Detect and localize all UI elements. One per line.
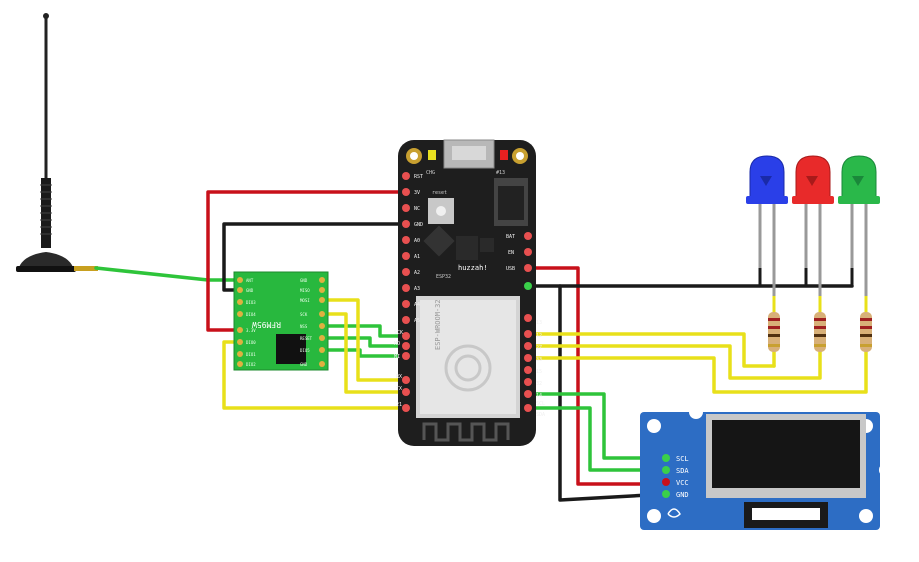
led-blue: [746, 155, 788, 296]
pin-3v: 3V: [414, 190, 420, 196]
lora-pin-dio4: DIO4: [246, 312, 256, 317]
lora-pin-nss: NSS: [300, 324, 308, 329]
lora-pin-dio2: DIO2: [246, 362, 256, 367]
pin-13: 13: [536, 320, 542, 326]
lora-pin-dio0: DIO0: [246, 340, 256, 345]
lora-pin-miso: MISO: [300, 288, 310, 293]
oled-pin-scl: SCL: [676, 455, 689, 463]
huzzah32-board: ESP-WROOM-32 huzzah! ESP32 #13 CHG reset: [394, 139, 545, 446]
pin-21: 21: [396, 402, 402, 408]
lora-module: RFM95W ANT GND DIO3 DIO4 3.3V: [233, 271, 329, 371]
pin-sck: SCK: [394, 330, 403, 336]
led-green: [838, 155, 880, 296]
pin-12: 12: [536, 333, 542, 339]
oled-pin-vcc: VCC: [676, 479, 689, 487]
led13-label: #13: [496, 170, 505, 176]
led-red: [792, 155, 834, 296]
oled-display: SCL SDA VCC GND: [640, 405, 893, 530]
chg-label: CHG: [426, 170, 435, 176]
pin-bat: BAT: [506, 234, 515, 240]
lora-pin-33v: 3.3V: [246, 328, 256, 333]
lora-pin-dio1: DIO1: [246, 352, 256, 357]
pin-mi: MI: [394, 354, 400, 360]
oled-pin-sda: SDA: [676, 467, 689, 475]
lora-pin-dio3: DIO3: [246, 300, 256, 305]
lora-pin-sck: SCK: [300, 312, 308, 317]
pin-gnd: GND: [414, 222, 423, 228]
pin-en: EN: [508, 250, 514, 256]
lora-right-pins: [319, 277, 325, 367]
antenna: [16, 13, 98, 272]
board-name: huzzah!: [458, 264, 488, 272]
pin-rx: RX: [396, 374, 402, 380]
lora-pin-reset: RESET: [300, 336, 313, 341]
board-right-pins: [524, 232, 532, 412]
pin-33: 33: [536, 357, 542, 363]
pin-a3: A3: [414, 286, 420, 292]
oled-screen: [712, 420, 860, 488]
oled-logo-icon: [667, 508, 681, 518]
wires: [94, 190, 868, 502]
lora-pin-gnd1: GND: [246, 288, 254, 293]
oled-pins: [662, 454, 670, 498]
lora-left-pins: [237, 277, 243, 367]
pin-27: 27: [536, 345, 542, 351]
reset-label: reset: [432, 190, 447, 196]
pin-tx: TX: [396, 386, 402, 392]
lora-pin-ant: ANT: [246, 278, 254, 283]
pin-14: 14: [536, 393, 542, 399]
lora-pin-mosi: MOSI: [300, 298, 310, 303]
resistor-2: [814, 312, 826, 352]
pin-scl: SCL: [536, 401, 545, 407]
lora-pin-gnd2: GND: [300, 278, 308, 283]
pin-usb: USB: [506, 266, 515, 272]
lora-pin-dio5: DIO5: [300, 348, 310, 353]
module-label: ESP-WROOM-32: [434, 299, 442, 350]
pin-a5: A5: [414, 318, 420, 324]
pin-a1: A1: [414, 254, 420, 260]
pin-a0: A0: [414, 238, 420, 244]
pin-15: 15: [536, 369, 542, 375]
oled-pin-gnd: GND: [676, 491, 689, 499]
pin-32: 32: [536, 381, 542, 387]
pin-a2: A2: [414, 270, 420, 276]
resistor-3: [860, 312, 872, 352]
lora-pin-gnd3: GND: [300, 362, 308, 367]
chip-label: ESP32: [436, 274, 451, 280]
pin-rst: RST: [414, 174, 423, 180]
pin-mo: MO: [394, 341, 400, 347]
board-left-pins: [402, 172, 410, 412]
lora-title: RFM95W: [252, 320, 281, 329]
pin-nc: NC: [414, 206, 420, 212]
pin-sda: SDA: [536, 412, 545, 418]
resistor-1: [768, 312, 780, 352]
pin-a4: A4: [414, 302, 420, 308]
